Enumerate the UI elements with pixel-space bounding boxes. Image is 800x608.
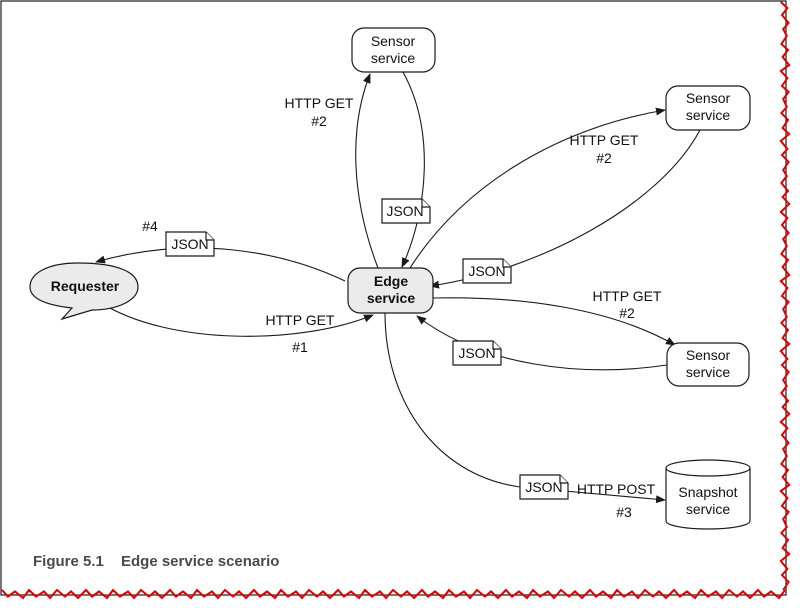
edge-service-label-line1: Edge <box>374 273 408 289</box>
snapshot-label-line2: service <box>686 501 731 517</box>
json-label-requester-response: JSON <box>171 236 208 252</box>
sensor-service-right-upper-node: Sensor service <box>665 85 751 131</box>
figure-caption-number: Figure 5.1 <box>33 553 104 570</box>
edge-edge-to-sensor-top <box>355 73 379 269</box>
edge-edge-to-snapshot <box>384 312 666 504</box>
label-requester-http-get: HTTP GET <box>266 312 335 328</box>
label-requester-step: #1 <box>292 339 308 355</box>
json-label-snapshot-request: JSON <box>525 479 562 495</box>
label-snapshot-step: #3 <box>616 504 632 520</box>
edge-sensor-top-to-edge <box>401 71 425 268</box>
json-doc-requester-response: JSON <box>165 231 215 257</box>
sensor-right-lower-label-line2: service <box>686 364 731 380</box>
json-doc-snapshot-request: JSON <box>519 474 569 500</box>
json-doc-sensor-right-upper-response: JSON <box>462 258 512 284</box>
sensor-right-lower-label-line1: Sensor <box>686 347 731 363</box>
torn-edge-right <box>779 1 791 591</box>
snapshot-service-node: Snapshot service <box>665 459 751 530</box>
sensor-service-right-lower-node: Sensor service <box>666 342 750 387</box>
edge-edge-to-sensor-right-upper <box>409 107 666 269</box>
snapshot-label-line1: Snapshot <box>678 484 737 500</box>
json-label-sensor-top-response: JSON <box>386 203 423 219</box>
label-response-step: #4 <box>142 218 158 234</box>
sensor-service-top-node: Sensor service <box>351 27 436 73</box>
sensor-top-label-line1: Sensor <box>371 33 416 49</box>
json-label-sensor-right-lower-response: JSON <box>458 345 495 361</box>
edge-service-label-line2: service <box>367 290 415 306</box>
label-sensor-right-lower-http-get: HTTP GET <box>593 288 662 304</box>
edge-service-node: Edge service <box>347 267 434 314</box>
label-snapshot-http-post: HTTP POST <box>577 481 656 497</box>
label-sensor-right-lower-step: #2 <box>619 305 635 321</box>
figure-caption-title: Edge service scenario <box>121 553 279 570</box>
edge-edge-to-requester <box>95 247 346 282</box>
sensor-right-upper-label-line2: service <box>686 107 731 123</box>
json-doc-sensor-top-response: JSON <box>381 198 431 224</box>
label-sensor-right-upper-step: #2 <box>596 150 612 166</box>
requester-node: Requester <box>29 262 139 321</box>
label-sensor-top-step: #2 <box>311 113 327 129</box>
edge-requester-to-edge <box>102 303 374 337</box>
label-sensor-top-http-get: HTTP GET <box>285 95 354 111</box>
edge-sensor-right-lower-to-edge <box>416 315 668 371</box>
label-sensor-right-upper-http-get: HTTP GET <box>570 132 639 148</box>
torn-edge-bottom <box>1 588 786 600</box>
requester-label: Requester <box>51 278 120 294</box>
sensor-top-label-line2: service <box>371 50 416 66</box>
json-doc-sensor-right-lower-response: JSON <box>452 340 502 366</box>
edge-edge-to-sensor-right-lower <box>432 297 676 346</box>
sensor-right-upper-label-line1: Sensor <box>686 90 731 106</box>
json-label-sensor-right-upper-response: JSON <box>468 263 505 279</box>
